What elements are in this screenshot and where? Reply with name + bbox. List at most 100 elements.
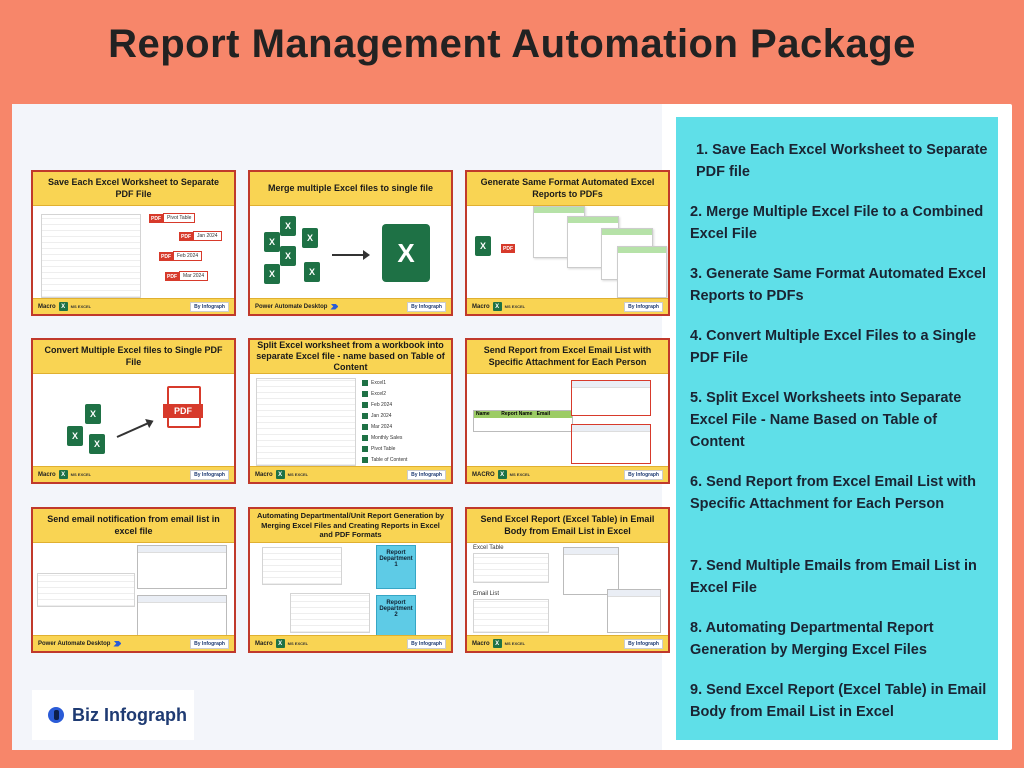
by-infograph-badge: By Infograph <box>624 469 663 480</box>
tool-label: Macro <box>38 471 56 478</box>
excel-file-icon: X <box>475 236 494 256</box>
by-infograph-badge: By Infograph <box>407 638 446 649</box>
card-title: Save Each Excel Worksheet to Separate PD… <box>33 172 234 206</box>
list-item: Jan 2024 <box>362 413 407 419</box>
feature-item-1: 1.Save Each Excel Worksheet to Separate … <box>696 142 988 180</box>
by-infograph-badge: By Infograph <box>190 469 229 480</box>
pdf-icon: PDF <box>149 214 163 223</box>
excel-logo-icon: X <box>492 639 502 648</box>
by-infograph-badge: By Infograph <box>407 469 446 480</box>
email-preview <box>563 547 619 595</box>
pdf-label: Pivot Table <box>163 213 196 223</box>
card-title: Automating Departmental/Unit Report Gene… <box>250 509 451 543</box>
arrow-icon <box>332 250 370 260</box>
email-table: Name Report Name Email <box>473 410 573 432</box>
card-split-worksheets[interactable]: Split Excel worksheet from a workbook in… <box>248 338 453 484</box>
chart-thumbnail <box>617 246 667 298</box>
excel-file-icon: X <box>67 426 86 446</box>
list-item: Table of Content <box>362 457 407 463</box>
feature-item-8: 8. Automating Departmental Report Genera… <box>690 620 934 658</box>
spreadsheet-thumbnail <box>473 553 549 583</box>
excel-file-icon: X <box>264 264 283 284</box>
spreadsheet-thumbnail <box>37 573 135 607</box>
tool-label: MACRO <box>472 471 495 478</box>
tool-label: Power Automate Desktop <box>255 303 328 310</box>
card-generate-reports-pdf[interactable]: Generate Same Format Automated Excel Rep… <box>465 170 670 316</box>
pdf-label: Jan 2024 <box>193 231 222 241</box>
brand-logo: Biz Infograph <box>32 690 194 740</box>
biz-infograph-logo-icon <box>48 707 64 723</box>
excel-logo-icon: X <box>58 302 68 311</box>
excel-file-icon: X <box>280 216 299 236</box>
tool-label: Macro <box>472 640 490 647</box>
mini-brand: MS EXCEL <box>287 640 309 646</box>
feature-item-6: 6. Send Report from Excel Email List wit… <box>690 474 977 512</box>
pdf-icon: PDF <box>179 232 193 241</box>
arrow-icon <box>116 420 153 438</box>
by-infograph-badge: By Infograph <box>624 301 663 312</box>
spreadsheet-thumbnail <box>41 214 141 298</box>
chart-thumbnail <box>567 216 619 268</box>
pdf-icon: PDF <box>165 272 179 281</box>
spreadsheet-thumbnail <box>262 547 342 585</box>
spreadsheet-thumbnail <box>473 599 549 633</box>
brand-name: Biz Infograph <box>72 704 187 725</box>
email-preview <box>571 424 651 464</box>
excel-logo-icon: X <box>497 470 507 479</box>
card-excel-table-email[interactable]: Send Excel Report (Excel Table) in Email… <box>465 507 670 653</box>
card-email-notification[interactable]: Send email notification from email list … <box>31 507 236 653</box>
excel-file-icon: X <box>89 434 108 454</box>
excel-logo-icon: X <box>275 470 285 479</box>
tool-label: Macro <box>38 303 56 310</box>
card-departmental-reports[interactable]: Automating Departmental/Unit Report Gene… <box>248 507 453 653</box>
excel-file-icon: X <box>280 246 299 266</box>
power-automate-icon <box>330 303 339 310</box>
card-send-report-email[interactable]: Send Report from Excel Email List with S… <box>465 338 670 484</box>
email-preview <box>571 380 651 416</box>
pdf-icon: PDF <box>159 252 173 261</box>
card-title: Merge multiple Excel files to single fil… <box>250 172 451 206</box>
tool-label: Macro <box>255 640 273 647</box>
email-preview <box>137 545 227 589</box>
card-save-worksheet-pdf[interactable]: Save Each Excel Worksheet to Separate PD… <box>31 170 236 316</box>
mini-brand: MS EXCEL <box>509 471 531 477</box>
card-title: Send Report from Excel Email List with S… <box>467 340 668 374</box>
mini-brand: MS EXCEL <box>70 303 92 309</box>
excel-combined-icon: X <box>382 224 430 282</box>
email-preview <box>137 595 227 635</box>
card-convert-excel-to-pdf[interactable]: Convert Multiple Excel files to Single P… <box>31 338 236 484</box>
card-title: Generate Same Format Automated Excel Rep… <box>467 172 668 206</box>
tool-label: Macro <box>255 471 273 478</box>
mini-brand: MS EXCEL <box>287 471 309 477</box>
tool-label: Macro <box>472 303 490 310</box>
mini-brand: MS EXCEL <box>70 471 92 477</box>
excel-file-icon: X <box>85 404 104 424</box>
feature-item-3: 3. Generate Same Format Automated Excel … <box>690 266 987 304</box>
list-item: Monthly Sales <box>362 435 407 441</box>
card-title: Send email notification from email list … <box>33 509 234 543</box>
card-title: Split Excel worksheet from a workbook in… <box>250 340 451 374</box>
email-list-label: Email List <box>473 591 500 597</box>
spreadsheet-thumbnail <box>256 378 356 466</box>
pdf-icon: PDF <box>501 244 515 253</box>
card-title: Convert Multiple Excel files to Single P… <box>33 340 234 374</box>
card-merge-excel-files[interactable]: Merge multiple Excel files to single fil… <box>248 170 453 316</box>
by-infograph-badge: By Infograph <box>624 638 663 649</box>
dept-report-1: Report Department 1 <box>376 545 416 589</box>
card-title: Send Excel Report (Excel Table) in Email… <box>467 509 668 543</box>
by-infograph-badge: By Infograph <box>407 301 446 312</box>
power-automate-icon <box>113 640 122 647</box>
content-panel: Save Each Excel Worksheet to Separate PD… <box>12 104 1012 750</box>
spreadsheet-thumbnail <box>290 593 370 633</box>
by-infograph-badge: By Infograph <box>190 638 229 649</box>
mini-brand: MS EXCEL <box>504 303 526 309</box>
email-preview <box>607 589 661 633</box>
feature-list-panel: 1.Save Each Excel Worksheet to Separate … <box>676 117 998 740</box>
list-item: Mar 2024 <box>362 424 407 430</box>
file-list: Excel1 Excel2 Feb 2024 Jan 2024 Mar 2024… <box>362 380 407 466</box>
by-infograph-badge: By Infograph <box>190 301 229 312</box>
list-item: Pivot Table <box>362 446 407 452</box>
list-item: Excel1 <box>362 380 407 386</box>
feature-item-5: 5. Split Excel Worksheets into Separate … <box>690 390 962 450</box>
feature-item-9: 9. Send Excel Report (Excel Table) in Em… <box>690 682 987 720</box>
